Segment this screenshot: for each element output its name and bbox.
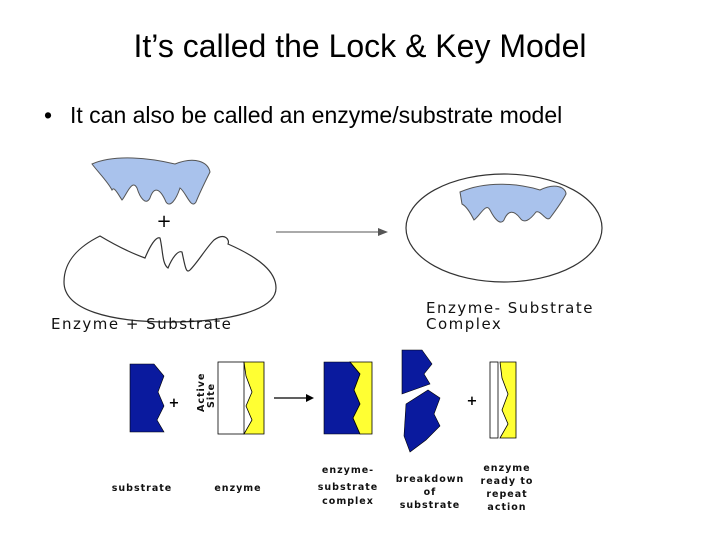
reaction-steps-diagram: + Active Site + substrate enzyme enzyme-…	[0, 340, 720, 540]
complex-substrate-block	[324, 362, 360, 434]
bullet-item: •It can also be called an enzyme/substra…	[44, 100, 562, 130]
complex-label-line3: complex	[322, 496, 374, 507]
substrate-shape	[92, 158, 210, 204]
broken-substrate-top	[402, 350, 432, 394]
reaction-arrowhead	[378, 228, 388, 236]
complex-label-line1: enzyme-	[322, 465, 374, 476]
enzyme-shape	[64, 236, 276, 322]
enzyme-block-white	[218, 362, 244, 434]
ready-enzyme-white	[490, 362, 498, 438]
ready-label-line4: action	[487, 502, 526, 513]
substrate-label: substrate	[112, 483, 173, 494]
bullet-dot: •	[44, 100, 70, 130]
ready-label-line1: enzyme	[483, 463, 530, 474]
active-site-label-line2: Site	[206, 383, 217, 408]
breakdown-label-line3: substrate	[400, 500, 461, 511]
broken-substrate-bottom	[404, 390, 440, 452]
plus-sign: +	[156, 211, 171, 232]
breakdown-label-line1: breakdown	[396, 474, 465, 485]
ready-enzyme-yellow	[500, 362, 516, 438]
enzyme-label: enzyme	[214, 483, 261, 494]
enzyme-substrate-label: Enzyme + Substrate	[51, 315, 232, 333]
complex-label-line2: substrate	[318, 482, 379, 493]
slide-title: It’s called the Lock & Key Model	[0, 26, 720, 66]
plus-sign: +	[169, 396, 180, 411]
ready-label-line2: ready to	[481, 476, 534, 487]
substrate-block	[130, 364, 164, 432]
bullet-text: It can also be called an enzyme/substrat…	[70, 102, 562, 128]
step-arrowhead	[306, 394, 314, 402]
plus-sign: +	[467, 394, 478, 409]
ready-label-line3: repeat	[486, 489, 527, 500]
complex-label-line2: Complex	[426, 315, 502, 333]
breakdown-label-line2: of	[424, 487, 437, 498]
enzyme-block-yellow	[244, 362, 264, 434]
lock-key-diagram: + Enzyme + Substrate Enzyme- Substrate C…	[0, 140, 720, 340]
